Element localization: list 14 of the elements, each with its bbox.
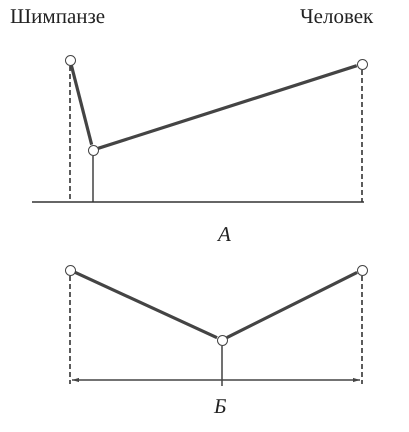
panel-label: А <box>218 222 231 247</box>
tree-node-circle <box>88 144 98 156</box>
tree-branch <box>74 270 218 340</box>
tree-branch <box>98 64 358 150</box>
tree-branch <box>70 64 94 146</box>
tree-node-circle <box>356 58 368 70</box>
taxon-label: Человек <box>300 4 374 29</box>
tree-node-circle <box>64 54 76 66</box>
tree-node-circle <box>216 334 228 346</box>
tree-node-circle <box>356 264 368 276</box>
taxon-label: Шимпанзе <box>10 4 106 29</box>
tree-node-circle <box>64 264 76 276</box>
tree-branch <box>226 271 358 339</box>
panel-label: Б <box>214 394 226 419</box>
